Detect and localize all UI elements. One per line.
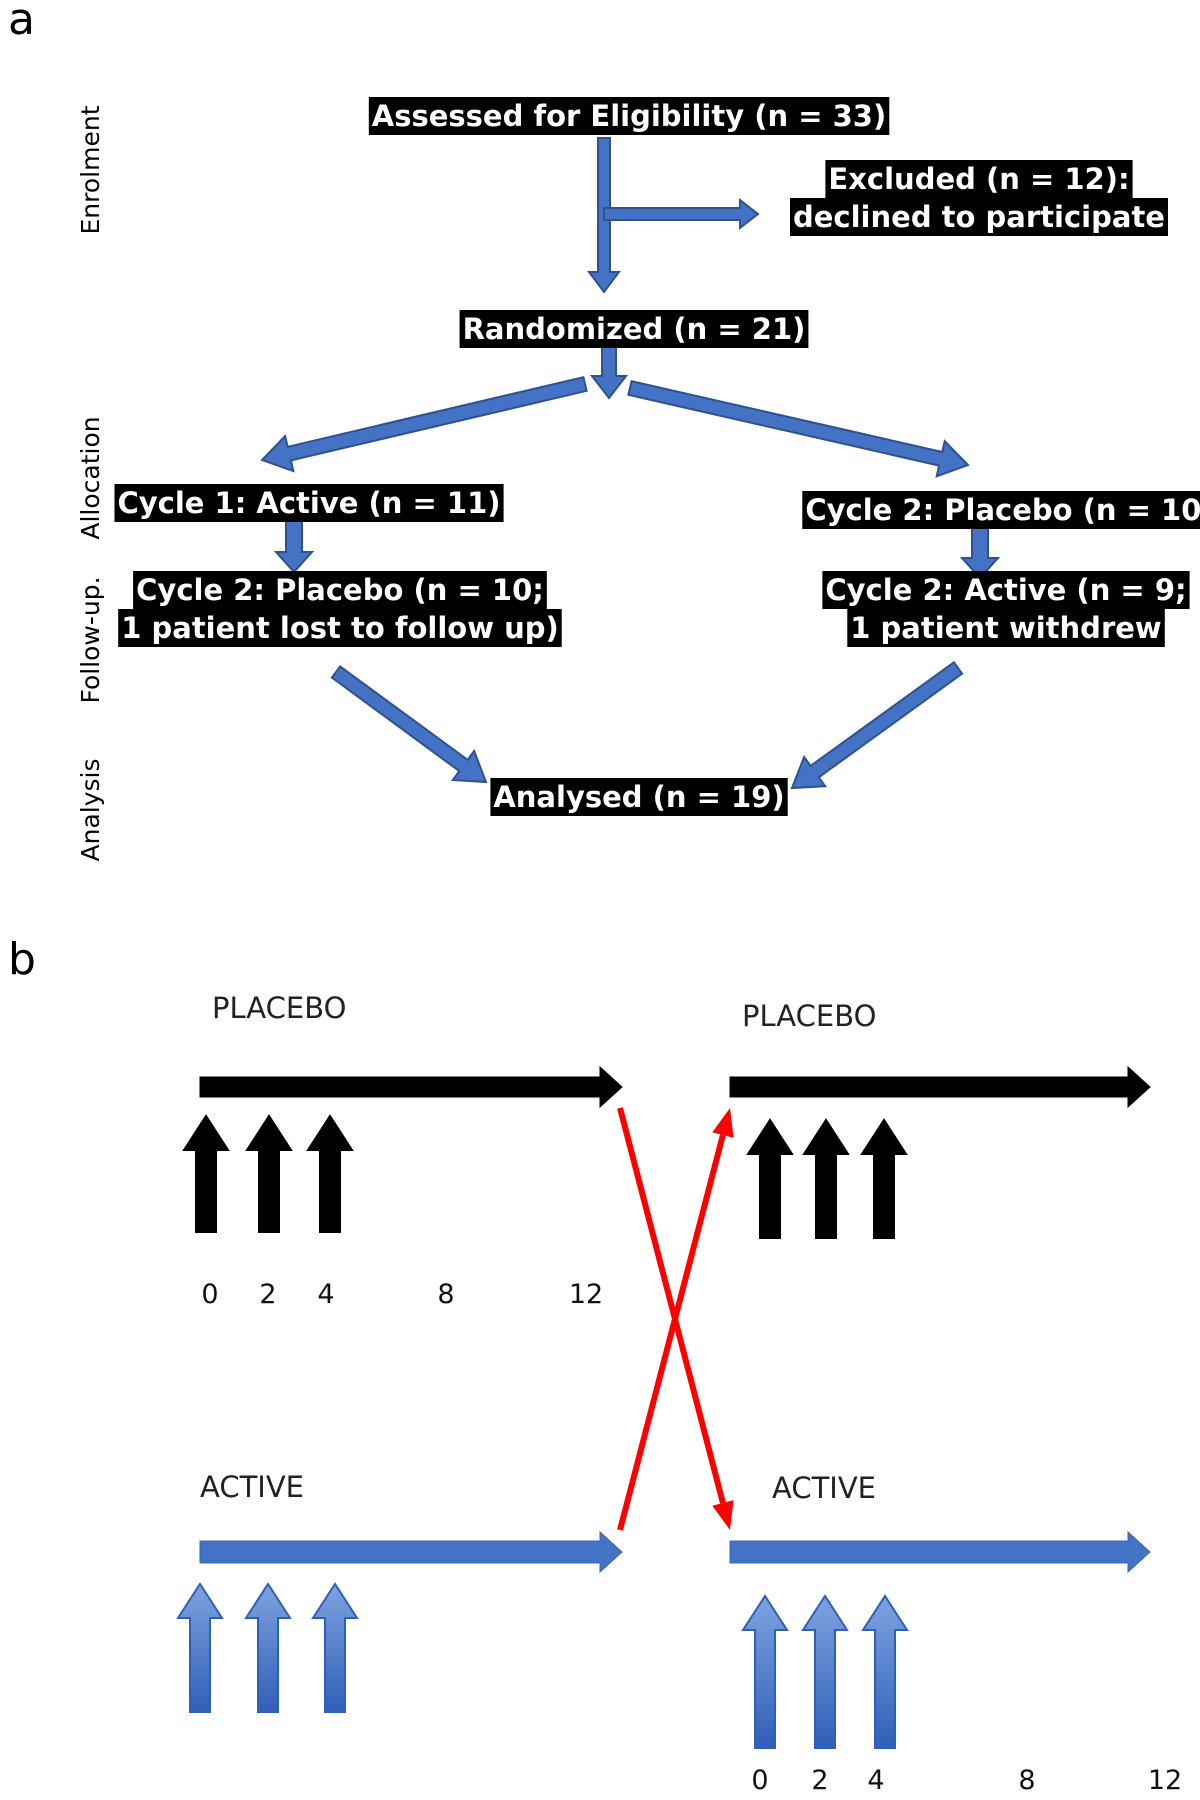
box-left-cycle2: Cycle 2: Placebo (n = 10; 1 patient lost … (118, 571, 562, 647)
box-analysed: Analysed (n = 19) (490, 778, 788, 816)
crossover-placebo-to-active-line (617, 1107, 726, 1504)
box-left-cycle2-line-1: Cycle 2: Placebo (n = 10; (136, 573, 544, 607)
arrow-to-excluded (603, 197, 760, 231)
dose-arrows (176, 1114, 909, 1749)
arrow-randomized-to-left (260, 375, 588, 473)
tick-right-8: 8 (1018, 1765, 1035, 1796)
placebo-dose-arrow-right-2 (802, 1118, 850, 1239)
box-excluded: Excluded (n = 12): declined to participat… (790, 160, 1168, 236)
stage-label-enrolment: Enrolment (76, 105, 105, 234)
active-label-right: ACTIVE (772, 1471, 876, 1505)
box-analysed-bg-line-1 (490, 778, 788, 816)
active-dose-arrow-right-3 (861, 1594, 909, 1749)
box-randomized-line-1: Randomized (n = 21) (463, 312, 806, 346)
tick-left-12: 12 (569, 1279, 603, 1310)
box-assessed-background (368, 97, 890, 135)
box-left-cycle1-bg-line-1 (114, 484, 504, 522)
box-analysed-line-1: Analysed (n = 19) (493, 780, 784, 814)
placebo-label-left: PLACEBO (212, 991, 346, 1025)
active-dose-arrow-left-1 (176, 1582, 224, 1713)
arrow-right-to-analysed (790, 660, 964, 790)
tick-right-0: 0 (751, 1765, 768, 1796)
box-left-cycle1: Cycle 1: Active (n = 11) (114, 484, 504, 522)
box-left-cycle1-background (114, 484, 504, 522)
tick-right-2: 2 (811, 1765, 828, 1796)
box-left-cycle1-line-1: Cycle 1: Active (n = 11) (117, 486, 500, 520)
active-dose-arrow-left-3 (311, 1582, 359, 1713)
box-right-cycle2-background (822, 571, 1190, 647)
box-right-cycle1-background (802, 491, 1200, 529)
crossover-lines (617, 1107, 734, 1531)
box-assessed-bg-line-1 (368, 97, 890, 135)
box-left-cycle2-background (118, 571, 562, 647)
box-right-cycle2-line-2: 1 patient withdrew (850, 611, 1161, 645)
box-assessed-line-1: Assessed for Eligibility (n = 33) (372, 99, 886, 133)
placebo-timeline-right (729, 1065, 1151, 1109)
placebo-dose-arrow-left-3 (306, 1114, 354, 1233)
active-dose-arrow-right-1 (741, 1594, 789, 1749)
box-randomized-background (459, 310, 809, 348)
box-excluded-background (790, 160, 1168, 236)
arrow-randomized-down (589, 344, 629, 400)
box-right-cycle1: Cycle 2: Placebo (n = 10) (802, 491, 1200, 529)
box-right-cycle1-bg-line-1 (802, 491, 1200, 529)
tick-right-4: 4 (867, 1765, 884, 1796)
box-randomized: Randomized (n = 21) (459, 310, 809, 348)
active-timeline-left (199, 1530, 623, 1574)
panel-a-letter: a (8, 0, 35, 45)
box-excluded-line-1: Excluded (n = 12): (828, 162, 1129, 196)
week-ticks: 0 0 2 2 4 4 8 8 12 12 (201, 1279, 1182, 1796)
crossover-active-to-placebo-head (712, 1108, 734, 1138)
box-right-cycle1-line-1: Cycle 2: Placebo (n = 10) (805, 493, 1200, 527)
box-excluded-bg-line-1 (825, 160, 1133, 198)
stage-label-allocation: Allocation (76, 416, 105, 539)
arrow-right-cycle1-to-cycle2 (959, 525, 1001, 580)
placebo-dose-arrow-right-1 (746, 1118, 794, 1239)
active-dose-arrow-left-2 (244, 1582, 292, 1713)
arrow-left-cycle1-to-cycle2 (273, 519, 315, 574)
box-left-cycle2-bg-line-2 (118, 609, 562, 647)
flow-boxes: Assessed for Eligibility (n = 33) Exclude… (114, 97, 1200, 816)
box-analysed-background (490, 778, 788, 816)
placebo-timeline-left (199, 1065, 623, 1109)
box-right-cycle2: Cycle 2: Active (n = 9; 1 patient withdre… (822, 571, 1190, 647)
box-right-cycle2-bg-line-1 (822, 571, 1190, 609)
flow-arrows (260, 137, 1001, 790)
placebo-dose-arrow-left-1 (182, 1114, 230, 1233)
arrow-left-to-analysed (330, 665, 488, 784)
crossover-placebo-to-active-head (712, 1500, 734, 1530)
tick-left-0: 0 (201, 1279, 218, 1310)
placebo-label-right: PLACEBO (742, 999, 876, 1033)
box-assessed: Assessed for Eligibility (n = 33) (368, 97, 890, 135)
tick-left-8: 8 (437, 1279, 454, 1310)
box-excluded-bg-line-2 (790, 198, 1168, 236)
tick-left-2: 2 (259, 1279, 276, 1310)
box-right-cycle2-line-1: Cycle 2: Active (n = 9; (825, 573, 1186, 607)
arrow-randomized-to-right (627, 380, 970, 478)
crossover-active-to-placebo-line (617, 1134, 726, 1531)
active-label-left: ACTIVE (200, 1470, 304, 1504)
box-left-cycle2-line-2: 1 patient lost to follow up) (121, 611, 559, 645)
box-left-cycle2-bg-line-1 (133, 571, 547, 609)
stage-label-analysis: Analysis (76, 758, 105, 861)
box-randomized-bg-line-1 (459, 310, 809, 348)
placebo-dose-arrow-left-2 (245, 1114, 293, 1233)
box-excluded-line-2: declined to participate (793, 200, 1165, 234)
tick-right-12: 12 (1148, 1765, 1182, 1796)
timeline-arrows (199, 1065, 1151, 1574)
tick-left-4: 4 (317, 1279, 334, 1310)
placebo-dose-arrow-right-3 (860, 1118, 908, 1239)
stage-label-followup: Follow-up. (76, 576, 105, 703)
active-dose-arrow-right-2 (801, 1594, 849, 1749)
panel-b-letter: b (8, 934, 36, 985)
active-timeline-right (729, 1530, 1151, 1574)
box-right-cycle2-bg-line-2 (847, 609, 1165, 647)
